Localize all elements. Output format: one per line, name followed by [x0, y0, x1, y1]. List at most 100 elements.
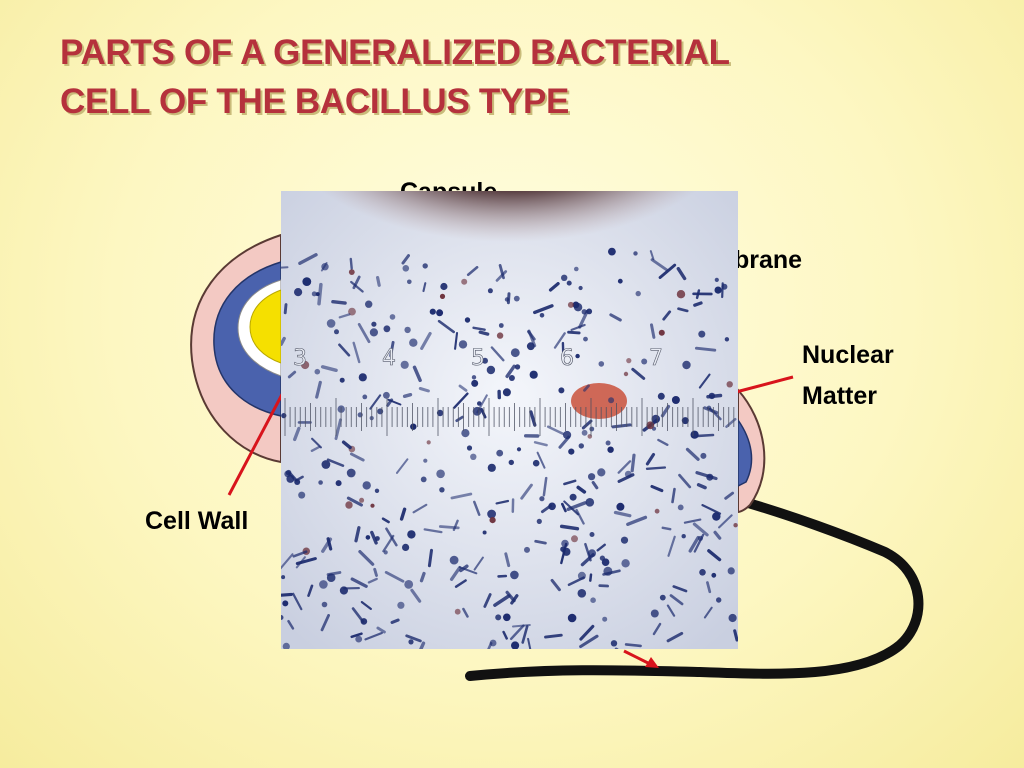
bacillus-rod: [369, 394, 382, 410]
coccus-cell: [498, 323, 504, 328]
bacillus-rod: [589, 573, 593, 582]
coccus-cell: [726, 381, 733, 388]
bacillus-rod: [533, 304, 554, 315]
bacillus-rod: [718, 514, 733, 529]
bacillus-rod: [437, 319, 455, 334]
bacillus-rod: [412, 503, 428, 514]
bacillus-rod: [317, 282, 323, 306]
cell-wall-layer-right: [737, 417, 753, 488]
coccus-cell: [706, 405, 712, 410]
coccus-cell: [362, 394, 368, 400]
coccus-cell: [508, 459, 514, 466]
nuclear-matter-label-line-2: Matter: [802, 382, 878, 410]
bacillus-rod: [367, 577, 378, 584]
coccus-cell: [503, 613, 511, 622]
coccus-cell: [529, 370, 538, 379]
coccus-cell: [314, 368, 321, 375]
bacillus-rod: [334, 418, 342, 441]
bacillus-rod: [399, 507, 407, 521]
bacillus-rod: [701, 504, 722, 515]
bacillus-rod: [540, 504, 553, 514]
bacillus-rod: [563, 479, 577, 486]
coccus-cell: [436, 409, 444, 417]
coccus-cell: [603, 566, 613, 576]
bacillus-rod: [473, 556, 484, 571]
coccus-cell: [410, 423, 417, 430]
coccus-cell: [641, 358, 648, 365]
coccus-cell: [575, 353, 580, 359]
cell-wall-pointer-line: [227, 384, 289, 496]
cell-wall-label: Cell Wall: [145, 507, 249, 535]
coccus-cell: [402, 265, 410, 272]
bacillus-rod: [295, 557, 317, 565]
coccus-cell: [548, 502, 556, 511]
bacillus-rod: [287, 370, 297, 379]
bacillus-rod: [693, 301, 703, 307]
bacillus-rod: [423, 528, 443, 534]
flagellum-pointer-line: [623, 649, 651, 666]
bacillus-rod: [466, 266, 479, 277]
flagellum: [465, 495, 924, 681]
coccus-cell: [397, 601, 405, 609]
coccus-cell: [700, 452, 707, 459]
bacillus-rod: [576, 485, 587, 494]
bacillus-rod: [493, 594, 511, 607]
coccus-cell: [690, 430, 699, 439]
bacillus-rod: [649, 250, 655, 261]
bacillus-rod: [410, 588, 422, 603]
coccus-cell: [346, 468, 356, 478]
coccus-cell: [423, 458, 428, 463]
bacillus-rod: [560, 502, 567, 513]
bacillus-rod: [449, 565, 462, 581]
flagellum-pointer-arrowhead: [645, 657, 659, 668]
bacillus-rod: [509, 624, 525, 641]
bacillus-rod: [502, 630, 508, 640]
coccus-cell: [677, 504, 684, 511]
coccus-cell: [383, 325, 391, 333]
bacillus-rod: [349, 452, 365, 462]
coccus-cell: [440, 282, 448, 291]
coccus-cell: [365, 535, 371, 540]
coccus-cell: [626, 358, 632, 364]
bacillus-rod: [419, 571, 426, 583]
coccus-cell: [294, 479, 301, 485]
coccus-cell: [470, 453, 477, 460]
bacillus-rod: [360, 601, 372, 610]
bacillus-rod: [529, 410, 537, 427]
coccus-cell: [487, 288, 493, 294]
bacillus-rod: [536, 451, 546, 469]
bacillus-rod: [352, 275, 361, 290]
coccus-cell: [698, 535, 703, 541]
bacillus-rod: [422, 282, 427, 293]
bacillus-rod: [512, 624, 531, 628]
bacillus-rod: [381, 517, 390, 524]
coccus-cell: [319, 580, 328, 589]
bacillus-rod: [553, 332, 566, 349]
bacillus-rod: [630, 453, 636, 473]
coccus-cell: [633, 251, 638, 256]
coccus-cell: [712, 512, 721, 521]
coccus-cell: [635, 290, 641, 297]
coccus-cell: [409, 338, 418, 347]
coccus-cell: [588, 473, 596, 481]
coccus-cell: [699, 569, 706, 576]
bacillus-rod: [645, 466, 667, 470]
coccus-cell: [716, 597, 722, 603]
bacillus-rod: [677, 307, 689, 313]
coccus-cell: [422, 263, 428, 269]
bacillus-rod: [581, 419, 593, 430]
coccus-cell: [496, 449, 504, 457]
bacillus-rod: [650, 484, 664, 493]
coccus-cell: [536, 518, 542, 524]
coccus-cell: [482, 530, 487, 535]
bacillus-rod: [401, 254, 410, 265]
coccus-cell: [539, 313, 545, 318]
bacillus-rod: [364, 631, 383, 641]
bacteria-cluster: [281, 247, 738, 649]
bacillus-rod: [520, 483, 533, 500]
coccus-cell: [495, 614, 502, 621]
bacillus-rod: [696, 433, 715, 438]
bacillus-rod: [338, 343, 351, 357]
bacillus-rod: [669, 594, 684, 606]
cytoplasm-region: [249, 289, 282, 364]
